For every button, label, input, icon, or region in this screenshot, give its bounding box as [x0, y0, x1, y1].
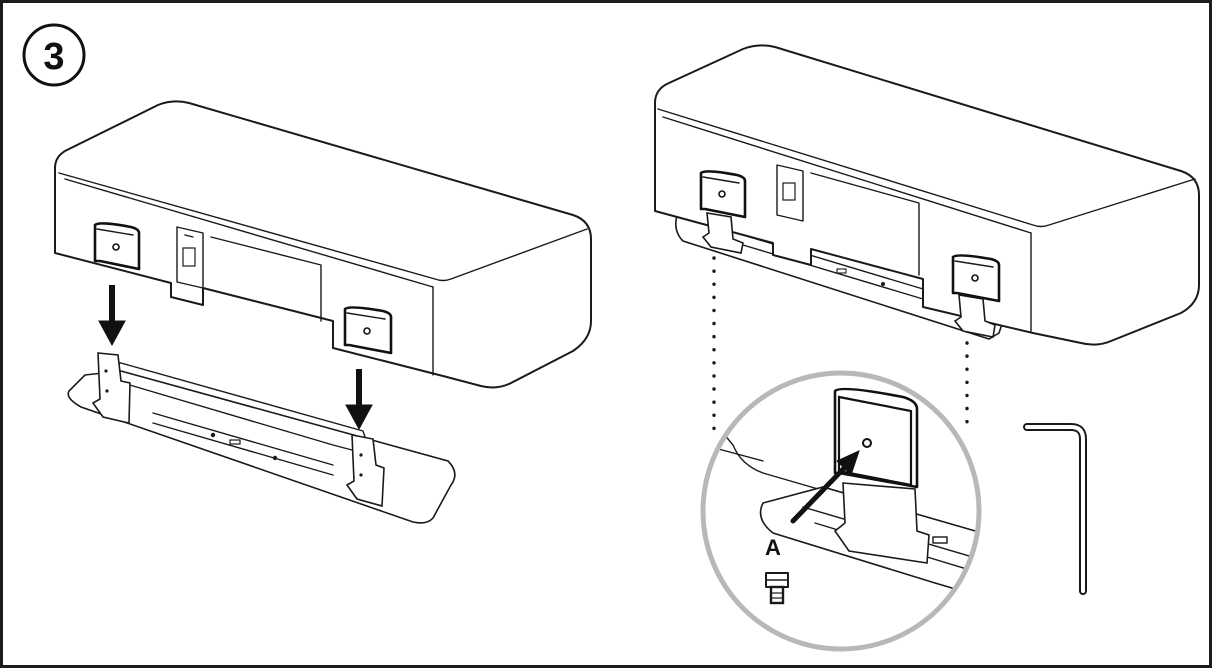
- mounting-bracket-left: [67, 352, 456, 524]
- arrow-down-icon: [345, 369, 373, 431]
- mounting-clip-right-1: [699, 170, 747, 254]
- step-badge: 3: [22, 23, 86, 87]
- arrow-down-icon: [98, 285, 126, 347]
- mounting-clip-right-2: [951, 254, 1001, 338]
- mounting-clip-left-2: [343, 306, 393, 355]
- callout-label: A: [765, 535, 781, 560]
- detail-magnifier: [700, 370, 982, 652]
- device-body-right: [654, 44, 1200, 346]
- assembly-diagram: 3: [22, 23, 1200, 652]
- device-body-left: [54, 100, 592, 389]
- right-illustration: [654, 44, 1200, 437]
- left-illustration: [54, 100, 592, 524]
- magnifier-ring: [700, 370, 982, 652]
- step-number: 3: [43, 36, 64, 78]
- mounting-clip-left-1: [93, 222, 141, 271]
- screw-icon: [765, 572, 789, 605]
- hex-key-icon: [1023, 423, 1087, 595]
